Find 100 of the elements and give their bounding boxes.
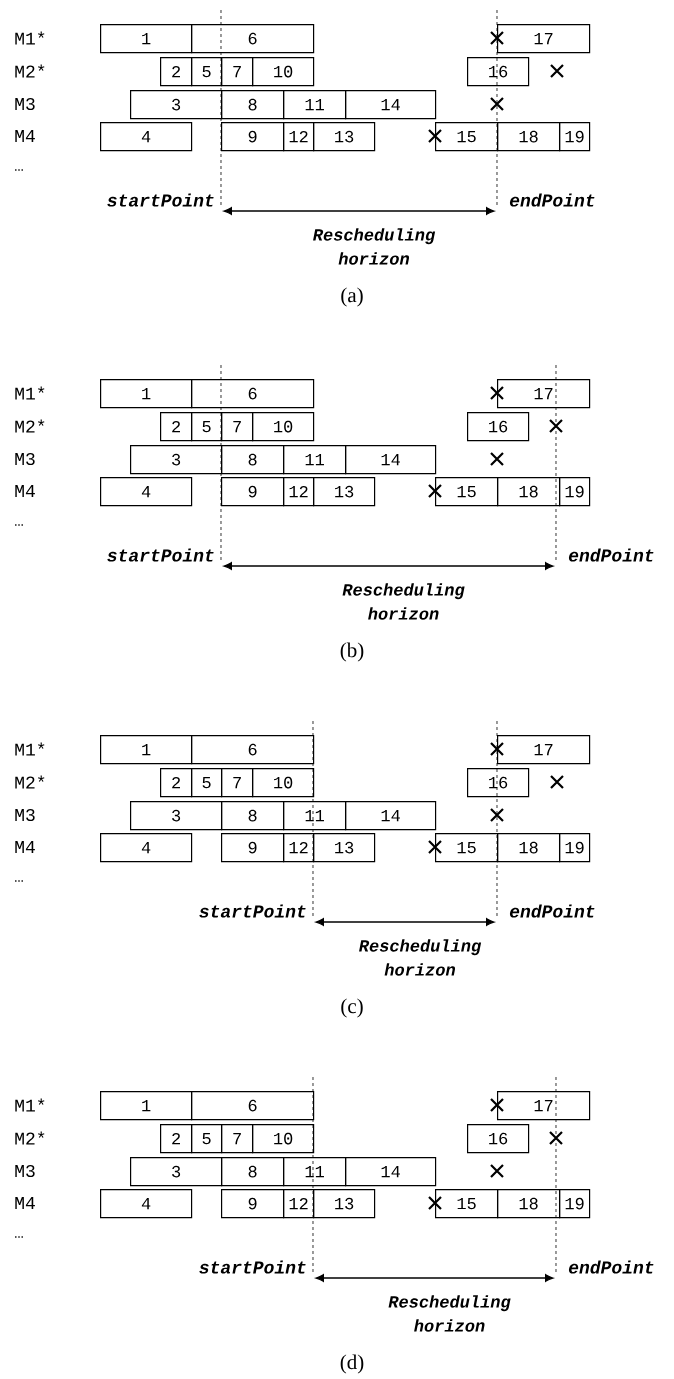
task-box: 2: [160, 1124, 193, 1154]
task-box: 19: [559, 122, 591, 152]
horizon-label: Rescheduling horizon: [388, 1295, 511, 1332]
task-box: 8: [221, 445, 285, 475]
task-box: 19: [559, 833, 591, 863]
task-box: 13: [313, 1189, 376, 1219]
task-box: 17: [497, 735, 591, 765]
row-label: M4: [15, 130, 35, 142]
task-box: 5: [191, 412, 223, 442]
task-box: 8: [221, 801, 285, 831]
end-point-label: endPoint: [509, 904, 595, 918]
task-box: 15: [435, 122, 499, 152]
task-box: 10: [252, 412, 315, 442]
row-label: M2*: [15, 1131, 45, 1145]
task-box: 7: [221, 57, 254, 87]
task-box: 16: [467, 768, 530, 798]
row-label: M4: [15, 1197, 35, 1209]
task-box: 7: [221, 1124, 254, 1154]
task-box: 19: [559, 477, 591, 507]
panel-caption: (d): [340, 1354, 364, 1374]
row-label: M4: [15, 841, 35, 853]
row-label: M2*: [15, 419, 45, 433]
task-box: 1: [100, 735, 193, 765]
task-box: 17: [497, 24, 591, 54]
task-box: 9: [221, 1189, 285, 1219]
task-box: 10: [252, 768, 315, 798]
task-box: 11: [283, 445, 347, 475]
task-box: 6: [191, 1091, 315, 1121]
task-box: 6: [191, 24, 315, 54]
task-box: 14: [345, 90, 437, 120]
task-box: 10: [252, 1124, 315, 1154]
end-point-label: endPoint: [509, 193, 595, 207]
task-box: 3: [130, 1157, 223, 1187]
horizon-label: Rescheduling horizon: [359, 939, 482, 976]
row-label: M1*: [15, 1098, 45, 1112]
row-label: M4: [15, 485, 35, 497]
task-box: 14: [345, 1157, 437, 1187]
task-box: 19: [559, 1189, 591, 1219]
task-box: 4: [100, 122, 193, 152]
task-box: 18: [497, 1189, 561, 1219]
task-box: 3: [130, 90, 223, 120]
start-point-label: startPoint: [199, 1260, 306, 1274]
ellipsis: …: [15, 880, 23, 882]
task-box: 9: [221, 477, 285, 507]
task-box: 15: [435, 477, 499, 507]
task-box: 4: [100, 1189, 193, 1219]
task-box: 5: [191, 57, 223, 87]
task-box: 13: [313, 122, 376, 152]
task-box: 7: [221, 412, 254, 442]
task-box: 16: [467, 1124, 530, 1154]
panel-caption: (c): [341, 998, 363, 1018]
start-point-label: startPoint: [199, 904, 306, 918]
task-box: 8: [221, 90, 285, 120]
ellipsis: …: [15, 524, 23, 526]
task-box: 18: [497, 833, 561, 863]
task-box: 12: [283, 833, 315, 863]
task-box: 17: [497, 1091, 591, 1121]
row-label: M3: [15, 1164, 35, 1178]
task-box: 17: [497, 379, 591, 409]
task-box: 15: [435, 833, 499, 863]
horizon-label: Rescheduling horizon: [342, 583, 465, 620]
task-box: 11: [283, 801, 347, 831]
row-label: M3: [15, 808, 35, 822]
task-box: 1: [100, 24, 193, 54]
task-box: 3: [130, 801, 223, 831]
row-label: M1*: [15, 386, 45, 400]
panel-caption: (b): [340, 642, 364, 662]
start-point-label: startPoint: [107, 548, 214, 562]
end-point-label: endPoint: [568, 548, 654, 562]
task-box: 8: [221, 1157, 285, 1187]
task-box: 13: [313, 833, 376, 863]
task-box: 9: [221, 122, 285, 152]
task-box: 14: [345, 445, 437, 475]
row-label: M2*: [15, 775, 45, 789]
end-point-label: endPoint: [568, 1260, 654, 1274]
task-box: 1: [100, 1091, 193, 1121]
ellipsis: …: [15, 1236, 23, 1238]
horizon-label: Rescheduling horizon: [313, 228, 436, 265]
row-label: M3: [15, 97, 35, 111]
task-box: 7: [221, 768, 254, 798]
task-box: 12: [283, 122, 315, 152]
task-box: 1: [100, 379, 193, 409]
task-box: 11: [283, 90, 347, 120]
task-box: 16: [467, 412, 530, 442]
task-box: 9: [221, 833, 285, 863]
panel-caption: (a): [341, 287, 363, 307]
row-label: M2*: [15, 64, 45, 78]
ellipsis: …: [15, 169, 23, 171]
task-box: 2: [160, 57, 193, 87]
task-box: 12: [283, 1189, 315, 1219]
row-label: M3: [15, 452, 35, 466]
task-box: 4: [100, 477, 193, 507]
task-box: 5: [191, 1124, 223, 1154]
task-box: 5: [191, 768, 223, 798]
task-box: 16: [467, 57, 530, 87]
task-box: 14: [345, 801, 437, 831]
task-box: 18: [497, 122, 561, 152]
task-box: 18: [497, 477, 561, 507]
task-box: 13: [313, 477, 376, 507]
row-label: M1*: [15, 742, 45, 756]
